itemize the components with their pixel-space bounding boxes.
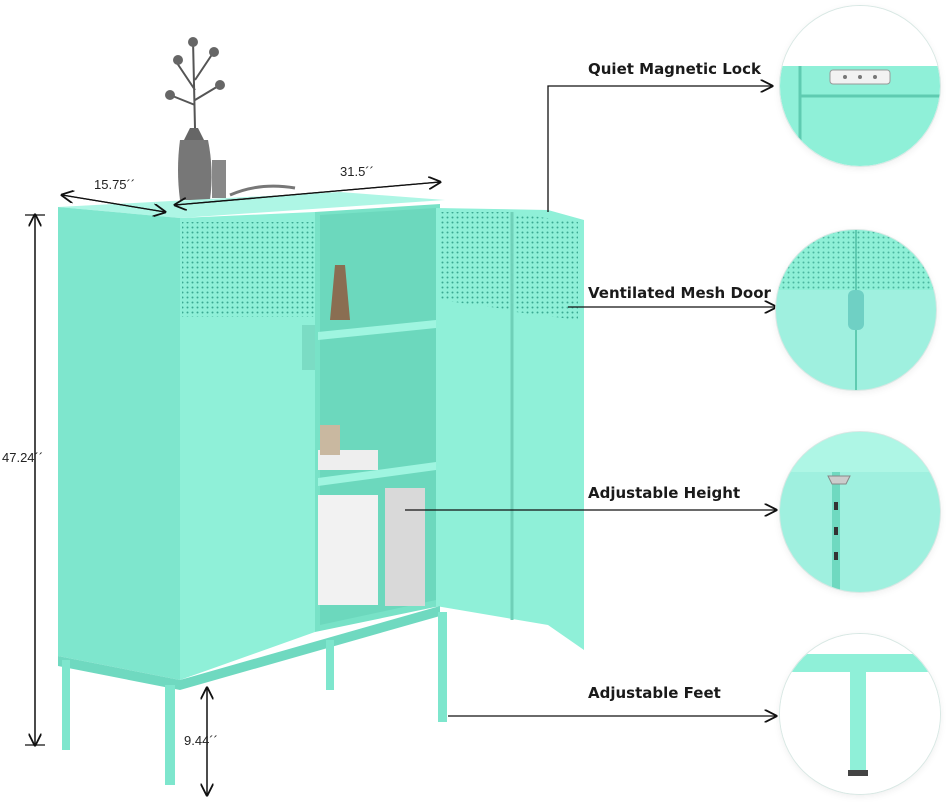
feature-label-lock: Quiet Magnetic Lock (588, 60, 761, 78)
vase-decoration (165, 37, 296, 200)
dimension-height: 47.24´´ (2, 450, 44, 465)
feature-label-feet: Adjustable Feet (588, 684, 721, 702)
dimension-width: 31.5´´ (340, 164, 374, 179)
feature-label-height: Adjustable Height (588, 484, 741, 502)
detail-circle-mesh (776, 230, 936, 390)
feature-label-mesh: Ventilated Mesh Door (588, 284, 771, 302)
dimension-depth: 15.75´´ (94, 177, 136, 192)
detail-circle-feet (780, 634, 940, 794)
detail-circle-lock (780, 6, 940, 166)
dimension-leg-height: 9.44´´ (184, 733, 218, 748)
detail-circle-height (780, 432, 940, 592)
callout-line-lock (547, 86, 772, 212)
